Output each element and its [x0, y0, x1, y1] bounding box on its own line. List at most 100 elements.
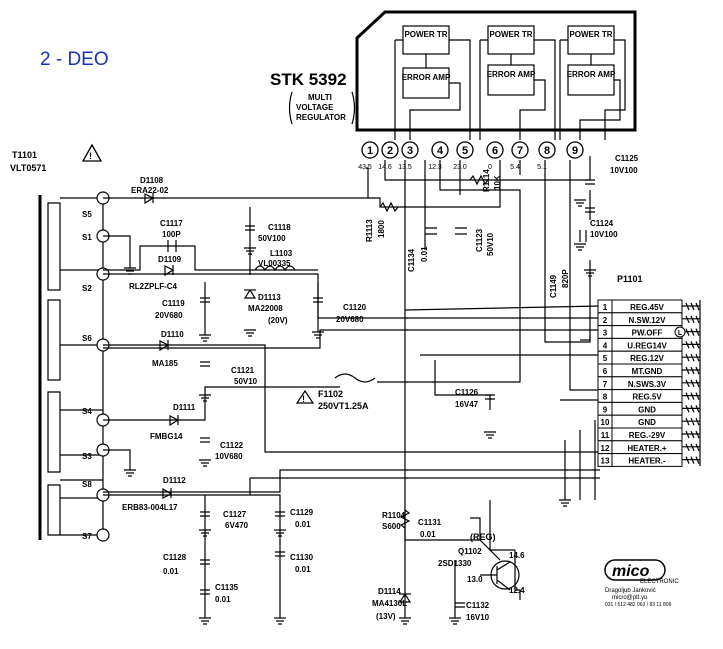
label-c1128: 0.01	[163, 567, 179, 576]
logo-phones: 031 / 512 482 063 / 83 11 806	[605, 602, 672, 608]
transformer-ref: T1101	[12, 150, 37, 160]
label-c1123: C1123	[475, 228, 484, 252]
label-c1117: C1117	[160, 219, 183, 228]
transistor-voltage: 14.6	[509, 551, 525, 560]
label-c1127: 6V470	[225, 521, 249, 530]
connector-pin-label: U.REG14V	[627, 341, 667, 350]
label-c1120: 20V680	[336, 315, 364, 324]
label-d1111: D1111	[173, 403, 196, 412]
connector-pin-label: N.SW.12V	[629, 316, 667, 325]
label-f1102: 250VT1.25A	[318, 401, 369, 411]
connector-pin-number: 1	[603, 303, 608, 312]
logo-text: mico	[612, 563, 650, 580]
ic-pin-number: 1	[367, 145, 373, 157]
reg-label: (REG)	[470, 532, 496, 542]
label-c1132: C1132	[466, 601, 490, 610]
connector-pin-label: GND	[638, 405, 656, 414]
connector-pin-label: PW.OFF	[632, 329, 663, 338]
tap-label-s6: S6	[82, 334, 92, 343]
svg-text:!: !	[89, 151, 92, 161]
ground-symbol	[574, 243, 586, 251]
ground-symbols	[124, 199, 596, 625]
label-c1124: C1124	[590, 219, 614, 228]
logo-credit: Dragoljub Janković	[605, 588, 656, 594]
label-r1113: R1113	[365, 219, 374, 242]
ic-desc-line-2: VOLTAGE	[296, 103, 334, 112]
ground-symbol	[584, 269, 596, 277]
ground-symbol	[244, 329, 256, 337]
connector-pin-label: REG.5V	[632, 393, 662, 402]
ic-pin-number: 5	[462, 145, 468, 157]
connector-pin-label: HEATER.-	[628, 457, 666, 466]
connector-pin-label: REG.-29V	[629, 431, 666, 440]
label-c1119: C1119	[162, 299, 185, 308]
label-d1114: (13V)	[376, 612, 396, 621]
ground-symbol	[199, 394, 211, 402]
transistor-voltage: 12.4	[509, 586, 525, 595]
connector-pin-number: 5	[603, 354, 608, 363]
pw-off-mark	[674, 326, 686, 338]
label-c1119: 20V680	[155, 311, 183, 320]
warning-icon	[81, 143, 103, 162]
label-c1122: C1122	[220, 441, 244, 450]
transformer-windings	[38, 195, 104, 540]
fuse-warning-icon	[295, 389, 315, 404]
tap-label-s2: S2	[82, 284, 92, 293]
connector-pin-number: 4	[603, 341, 608, 350]
label-c1118: C1118	[268, 223, 291, 232]
ic-pin-1	[361, 141, 379, 159]
label-c1135: C1135	[215, 583, 239, 592]
label-r1114: 10K	[493, 175, 502, 190]
label-c1123: 50V10	[486, 232, 495, 256]
block-error-amp-3: ERROR AMP	[567, 70, 616, 79]
ic-internal-blocks: POWER TR POWER TR POWER TR ERROR AMP ERR…	[394, 25, 626, 140]
tap-label-s8: S8	[82, 480, 92, 489]
label-q1102: 2SD1330	[438, 559, 472, 568]
ic-pin-number: 9	[572, 145, 578, 157]
label-c1135: 0.01	[215, 595, 231, 604]
connector-pin-label: GND	[638, 418, 656, 427]
ground-symbol	[559, 499, 571, 507]
tap-label-s4: S4	[82, 407, 92, 416]
label-d1114: D1114	[378, 587, 401, 596]
label-l1103: L1103	[270, 249, 293, 258]
label-c1132: 16V10	[466, 613, 490, 622]
logo-email: micro@ptt.yu	[612, 595, 647, 601]
label-c1124: 10V100	[590, 230, 618, 239]
ic-pin-number: 7	[517, 145, 523, 157]
label-c1121: C1121	[231, 366, 255, 375]
ic-desc-brackets	[288, 91, 356, 125]
pin-voltage: 43.5	[358, 164, 372, 171]
ground-symbol	[199, 617, 211, 625]
ground-symbol	[484, 431, 496, 439]
connector-pin-number: 10	[601, 418, 610, 427]
ic-desc-line-3: REGULATOR	[296, 113, 346, 122]
ic-pin-4	[431, 141, 449, 159]
ic-pin-number: 6	[492, 145, 498, 157]
label-c1117: 100P	[162, 230, 181, 239]
connector-pin-label: REG.45V	[630, 303, 664, 312]
label-d1108: ERA22-02	[131, 186, 169, 195]
label-r1104: R1104	[382, 511, 406, 520]
page-title: 2 - DEO	[40, 49, 109, 70]
ic-name: STK 5392	[270, 70, 347, 89]
diodes	[144, 193, 412, 603]
connector-pin-number: 8	[603, 393, 608, 402]
label-d1113: MA22008	[248, 304, 283, 313]
label-d1109: RL2ZPLF-C4	[129, 282, 178, 291]
label-r1104: S600	[382, 522, 401, 531]
block-power-tr-1: POWER TR	[404, 30, 447, 39]
ground-symbol	[312, 331, 324, 339]
label-c1130: 0.01	[295, 565, 311, 574]
ground-symbol	[274, 529, 286, 537]
pin-voltage: 0	[488, 164, 492, 171]
svg-text:!: !	[302, 394, 305, 404]
label-d1110: MA185	[152, 359, 178, 368]
label-c1126: C1126	[455, 388, 479, 397]
ground-symbol	[124, 267, 136, 275]
connector-pin-number: 3	[603, 329, 608, 338]
